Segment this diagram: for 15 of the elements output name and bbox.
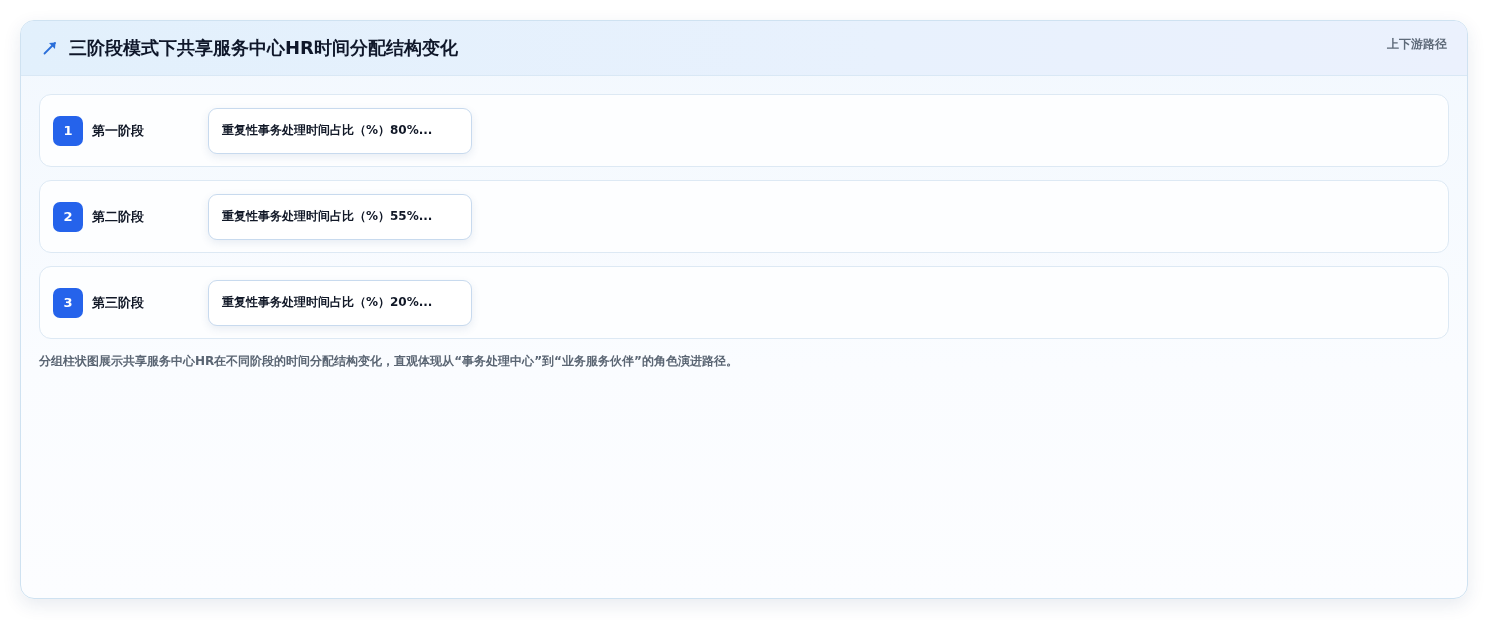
stage-row	[39, 180, 1449, 253]
metric-card: 重复性事务处理时间占比（%）20%...	[208, 279, 472, 326]
caption: 分组柱状图展示共享服务中心HR在不同阶段的时间分配结构变化，直观体现从“事务处理中心”到“业务服务伙伴”的角色演进路径。	[39, 353, 739, 370]
stage-row	[39, 266, 1449, 339]
step-number: 3	[53, 287, 83, 318]
stage-row	[39, 94, 1449, 167]
step-number: 1	[53, 115, 83, 146]
metric-card: 重复性事务处理时间占比（%）80%...	[208, 107, 472, 154]
header-tag: 上下游路径	[1387, 36, 1447, 53]
diagram-title: 三阶段模式下共享服务中心HR时间分配结构变化	[69, 37, 458, 59]
stage-label: 第二阶段	[92, 207, 145, 226]
metric-card: 重复性事务处理时间占比（%）55%...	[208, 193, 472, 240]
stage-label: 第一阶段	[92, 121, 145, 140]
step-number: 2	[53, 201, 83, 232]
stage-label: 第三阶段	[92, 293, 145, 312]
